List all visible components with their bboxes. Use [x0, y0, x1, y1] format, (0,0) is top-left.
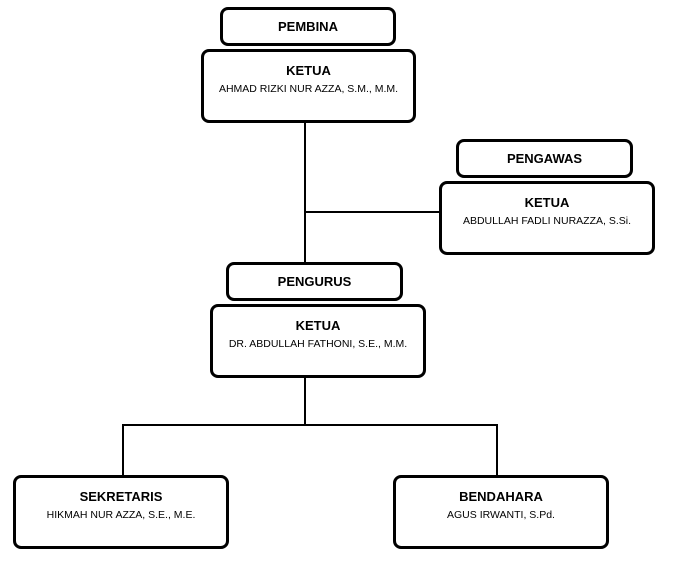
connector-to-sekretaris [122, 424, 124, 477]
connector-pengurus-down [304, 376, 306, 425]
connector-pengawas-branch [305, 211, 441, 213]
pembina-header-label: PEMBINA [278, 19, 338, 34]
sekretaris-role: SEKRETARIS [79, 489, 163, 504]
pengawas-ketua-box: KETUA ABDULLAH FADLI NURAZZA, S.Si. [439, 181, 655, 255]
pengawas-ketua-role: KETUA [524, 195, 570, 210]
pembina-ketua-name: AHMAD RIZKI NUR AZZA, S.M., M.M. [218, 83, 399, 95]
pembina-ketua-role: KETUA [286, 63, 331, 78]
pengurus-header-box: PENGURUS [226, 262, 403, 301]
bendahara-role: BENDAHARA [459, 489, 543, 504]
pengawas-header-box: PENGAWAS [456, 139, 633, 178]
pengurus-ketua-role: KETUA [295, 318, 341, 333]
connector-horizontal-bottom [122, 424, 498, 426]
pengurus-ketua-box: KETUA DR. ABDULLAH FATHONI, S.E., M.M. [210, 304, 426, 378]
bendahara-name: AGUS IRWANTI, S.Pd. [447, 509, 555, 521]
pengurus-header-label: PENGURUS [277, 274, 352, 289]
connector-pembina-to-pengurus [304, 121, 306, 263]
pengawas-header-label: PENGAWAS [506, 151, 583, 166]
pembina-ketua-box: KETUA AHMAD RIZKI NUR AZZA, S.M., M.M. [201, 49, 416, 123]
bendahara-box: BENDAHARA AGUS IRWANTI, S.Pd. [393, 475, 609, 549]
sekretaris-box: SEKRETARIS HIKMAH NUR AZZA, S.E., M.E. [13, 475, 229, 549]
sekretaris-name: HIKMAH NUR AZZA, S.E., M.E. [46, 509, 196, 521]
pengawas-ketua-name: ABDULLAH FADLI NURAZZA, S.Si. [462, 215, 632, 227]
pengurus-ketua-name: DR. ABDULLAH FATHONI, S.E., M.M. [228, 338, 408, 350]
pembina-header-box: PEMBINA [220, 7, 396, 46]
connector-to-bendahara [496, 424, 498, 477]
